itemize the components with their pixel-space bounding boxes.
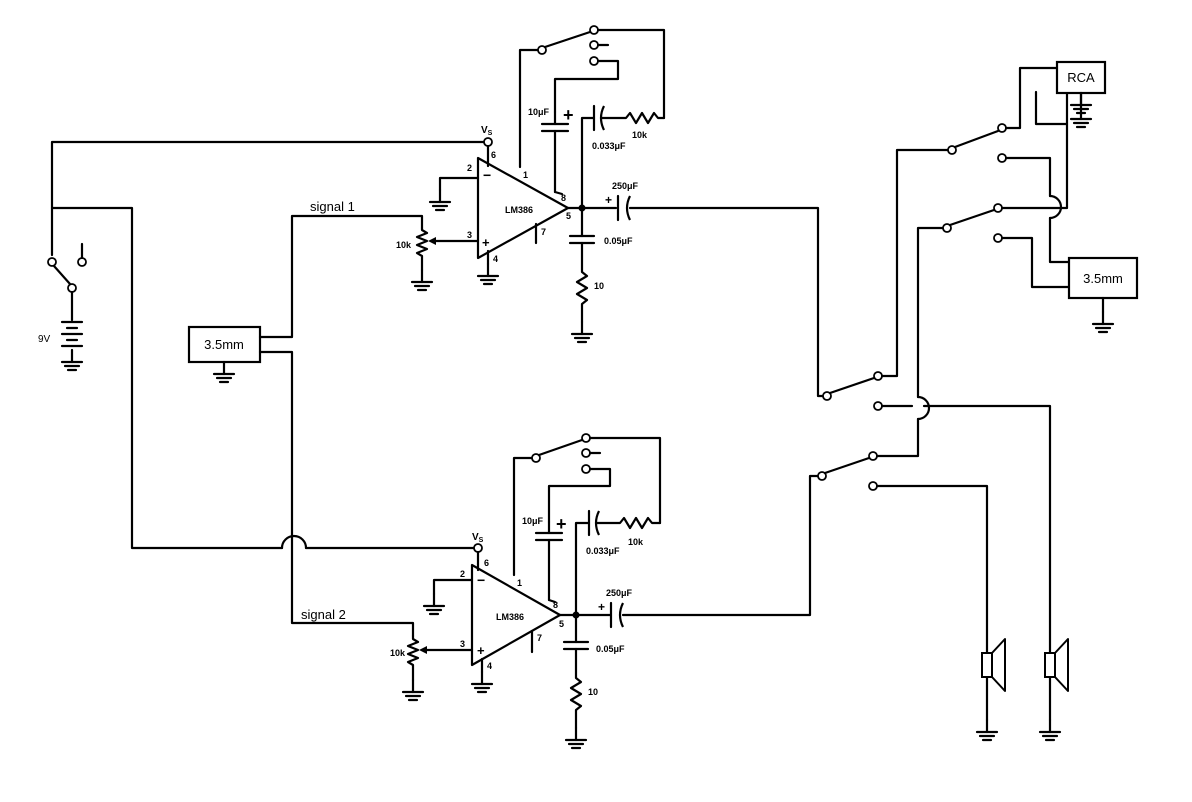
signal-2-label: signal 2 — [301, 607, 346, 622]
amp1-c-out-label: 250μF — [612, 181, 639, 191]
amp1-r-zob-label: 10 — [594, 281, 604, 291]
power-switch[interactable] — [47, 242, 87, 293]
amp1-r-fb-label: 10k — [632, 130, 648, 140]
power-supply: 9V — [38, 137, 493, 553]
amp1-pin-3: 3 — [467, 230, 472, 240]
rca-label: RCA — [1067, 70, 1095, 85]
amp1-pin-5: 5 — [566, 211, 571, 221]
amp2-c-out-plus: + — [598, 600, 605, 614]
amp1-gain-switch[interactable] — [537, 25, 610, 66]
output-select-switch-lower[interactable] — [817, 371, 883, 491]
amp1-feedback-network — [580, 104, 666, 210]
amp2-pin-3: 3 — [460, 639, 465, 649]
amp1-vs-label: VS — [481, 125, 493, 137]
amp1-pin-1: 1 — [523, 170, 528, 180]
amp2-pin-6: 6 — [484, 558, 489, 568]
amp1-output-capacitor — [616, 194, 631, 222]
amp2-pin-1: 1 — [517, 578, 522, 588]
amp1-pin-6: 6 — [491, 150, 496, 160]
amp2-feedback-network — [574, 509, 662, 617]
speaker-right — [1038, 638, 1069, 742]
amp2-r-fb-label: 10k — [628, 537, 644, 547]
amp2-output-capacitor — [609, 601, 624, 629]
amplifier-2: LM386 VS 6 2 − 3 + 10k 4 7 1 — [390, 433, 820, 750]
amp2-vs-label: VS — [472, 532, 484, 544]
amp1-gain-capacitor — [540, 110, 570, 194]
amp1-pin-7: 7 — [541, 227, 546, 237]
input-jack[interactable]: 3.5mm signal 1 signal 2 — [187, 199, 424, 638]
amp1-c-gain-plus: + — [563, 105, 574, 125]
amp2-pin-8: 8 — [553, 600, 558, 610]
amp1-zobel-network — [568, 206, 596, 344]
amplifier-1: LM386 VS 6 2 − 3 + 10k 4 7 1 — [396, 25, 826, 398]
amp1-pin-4: 4 — [493, 254, 498, 264]
amp2-pin-2: 2 — [460, 569, 465, 579]
amp1-c-out-plus: + — [605, 193, 612, 207]
amp2-pin-4: 4 — [487, 661, 492, 671]
amp1-lm386-symbol — [476, 156, 570, 260]
amp2-c-fb-label: 0.033μF — [586, 546, 620, 556]
amp2-plus: + — [477, 643, 485, 658]
amp2-gain-switch[interactable] — [531, 433, 602, 474]
output-select-switch-upper[interactable] — [942, 123, 1007, 243]
amp2-lm386-symbol — [470, 563, 562, 667]
amp2-volume-pot[interactable] — [401, 634, 425, 702]
amp2-pin-7: 7 — [537, 633, 542, 643]
amp2-zobel-network — [562, 613, 590, 750]
amp1-c-fb-label: 0.033μF — [592, 141, 626, 151]
amp2-gain-capacitor — [534, 520, 564, 602]
amp1-minus: − — [483, 167, 491, 183]
amp1-pin-8: 8 — [561, 193, 566, 203]
output-jack-label: 3.5mm — [1083, 271, 1123, 286]
battery-label: 9V — [38, 334, 51, 345]
amp1-pin-2: 2 — [467, 163, 472, 173]
rca-output-jack[interactable]: RCA — [1055, 60, 1107, 115]
amp1-c-gain-label: 10μF — [528, 107, 550, 117]
amp2-pot-label: 10k — [390, 648, 406, 658]
signal-1-label: signal 1 — [310, 199, 355, 214]
amp2-minus: − — [477, 572, 485, 588]
amp1-c-zob-label: 0.05μF — [604, 236, 633, 246]
speaker-left — [975, 638, 1006, 742]
amp2-c-out-label: 250μF — [606, 588, 633, 598]
input-jack-label: 3.5mm — [204, 337, 244, 352]
amp2-r-zob-label: 10 — [588, 687, 598, 697]
amp2-c-gain-plus: + — [556, 514, 567, 534]
amp2-c-zob-label: 0.05μF — [596, 644, 625, 654]
amp1-pot-label: 10k — [396, 240, 412, 250]
amp1-volume-pot[interactable] — [410, 226, 434, 292]
output-3-5mm-jack[interactable]: 3.5mm — [1067, 256, 1139, 300]
amp1-chip-label: LM386 — [505, 205, 533, 215]
amp2-pin-5: 5 — [559, 619, 564, 629]
amp1-plus: + — [482, 235, 490, 250]
battery: 9V — [38, 290, 84, 372]
amp2-chip-label: LM386 — [496, 612, 524, 622]
amp2-c-gain-label: 10μF — [522, 516, 544, 526]
